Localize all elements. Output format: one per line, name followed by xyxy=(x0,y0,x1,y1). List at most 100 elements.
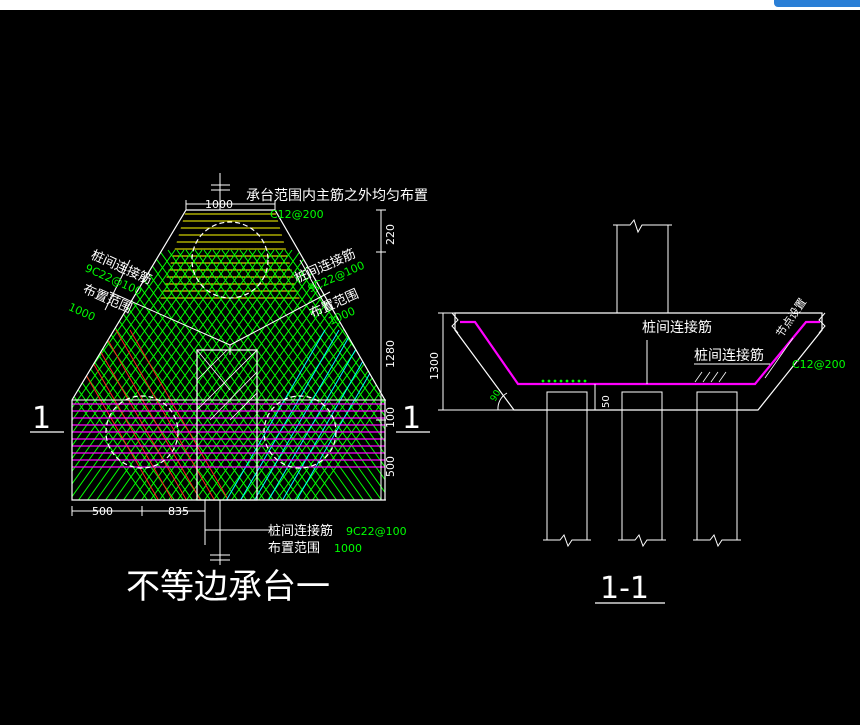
section-main-rebar xyxy=(460,320,820,386)
section-mark-left: 1 xyxy=(32,401,51,436)
right-strip-rebar xyxy=(72,249,385,500)
right-strip-bar xyxy=(72,249,248,500)
dim-top: 1000 xyxy=(205,198,233,211)
left-strip-bar xyxy=(248,249,385,500)
right-strip-bar xyxy=(269,249,385,500)
left-strip-bar xyxy=(266,249,385,500)
left-strip-rebar xyxy=(72,249,385,500)
column-hatch xyxy=(196,349,258,421)
window-top-button[interactable] xyxy=(774,0,860,7)
left-strip-bar xyxy=(72,249,209,500)
rebar-dot xyxy=(583,379,587,383)
left-strip-bar xyxy=(140,249,362,500)
left-strip-bar xyxy=(72,249,245,500)
right-strip-bar xyxy=(206,249,385,500)
right-strip-bar xyxy=(188,249,385,500)
left-strip-bar xyxy=(194,249,385,500)
bottom-strip-range: 布置范围 xyxy=(268,541,320,556)
section-label-top: 桩间连接筋 xyxy=(642,319,712,336)
plan-title: 不等边承台一 xyxy=(126,567,330,607)
left-strip-bar xyxy=(221,249,385,500)
right-strip-bar xyxy=(72,249,266,500)
right-strip-bar xyxy=(72,249,194,500)
section-title: 1-1 xyxy=(600,571,649,606)
left-strip-bar xyxy=(239,249,385,500)
left-strip-bar xyxy=(72,249,218,500)
left-strip-bar xyxy=(176,249,385,500)
section-rebar-dots xyxy=(541,379,587,383)
right-strip-bar xyxy=(80,249,302,500)
section-view: 1300 90 50 桩间连接筋 桩间连接筋 C12@200 节点设置 1-1 xyxy=(428,218,846,606)
left-strip-bar xyxy=(72,249,254,500)
right-strip-bar xyxy=(107,249,329,500)
right-strip-bar xyxy=(251,249,385,500)
left-strip-bar xyxy=(158,249,380,500)
rebar-dot xyxy=(559,379,563,383)
right-strip-bar xyxy=(224,249,385,500)
pile-cap-plan: 1000 承台范围内主筋之外均匀布置 C12@200 220 1280 100 … xyxy=(30,173,430,607)
top-rebar-lines xyxy=(160,213,300,299)
angle-arc xyxy=(497,392,508,411)
section-dim-height: 1300 xyxy=(428,352,441,380)
left-strip-bar xyxy=(149,249,371,500)
dim-bottom-500: 500 xyxy=(92,505,113,518)
bottom-strip-label: 桩间连接筋 xyxy=(268,523,333,539)
left-strip-bar xyxy=(72,249,263,500)
pile-circle-top xyxy=(191,221,269,299)
left-strip-bar xyxy=(104,249,326,500)
right-strip-bar xyxy=(233,249,385,500)
left-strip-bar xyxy=(284,249,385,500)
right-strip-bar xyxy=(98,249,320,500)
right-strip-bar xyxy=(72,249,221,500)
pile-circle-right xyxy=(263,395,337,469)
left-strip-bar xyxy=(72,249,227,500)
section-slope-note: 节点设置 xyxy=(774,296,809,340)
right-strip-bar xyxy=(72,249,203,500)
rebar-dot xyxy=(547,379,551,383)
right-strip-bar xyxy=(215,249,385,500)
section-dim-line xyxy=(438,312,514,411)
left-strip-bar xyxy=(167,249,385,500)
bottom-strip-width: 1000 xyxy=(334,542,362,555)
left-strip-bar xyxy=(122,249,344,500)
right-strip-bar xyxy=(72,249,275,500)
left-strip-bar xyxy=(72,249,236,500)
right-strip-bar xyxy=(72,249,176,500)
rebar-dot xyxy=(565,379,569,383)
section-dim-50: 50 xyxy=(601,395,612,408)
dim-right-220: 220 xyxy=(384,224,397,245)
centre-axis xyxy=(204,173,270,565)
left-strip-bar xyxy=(131,249,353,500)
left-strip-bar xyxy=(275,249,385,500)
rebar-dot xyxy=(541,379,545,383)
right-strip-bar xyxy=(179,249,385,500)
dim-right-line xyxy=(376,209,386,501)
left-strip-bar xyxy=(72,249,200,500)
right-strip-bar xyxy=(72,249,239,500)
column-above xyxy=(613,218,672,313)
section-label-right: 桩间连接筋 xyxy=(694,347,764,364)
right-strip-bar xyxy=(72,249,293,500)
right-strip-bar xyxy=(125,249,347,500)
rebar-dot xyxy=(553,379,557,383)
section-rebar: C12@200 xyxy=(792,358,846,371)
right-strip-bar xyxy=(72,249,212,500)
dim-bottom-835: 835 xyxy=(168,505,189,518)
right-strip-bar xyxy=(72,249,185,500)
dim-right-100: 100 xyxy=(384,407,397,428)
section-piles xyxy=(543,391,741,548)
cap-section-breaks xyxy=(451,312,826,334)
bottom-strip-spec: 9C22@100 xyxy=(346,525,407,538)
left-strip-bar xyxy=(203,249,385,500)
right-strip-bar xyxy=(242,249,385,500)
right-strip-bar xyxy=(116,249,338,500)
left-strip-bar xyxy=(257,249,385,500)
rebar-dot xyxy=(571,379,575,383)
left-strip-bar xyxy=(113,249,335,500)
right-strip-bar xyxy=(72,249,257,500)
section-angle: 90 xyxy=(489,388,504,403)
note-top: 承台范围内主筋之外均匀布置 xyxy=(246,187,428,204)
cap-section-outline xyxy=(454,312,823,411)
left-strip-bar xyxy=(72,249,191,500)
